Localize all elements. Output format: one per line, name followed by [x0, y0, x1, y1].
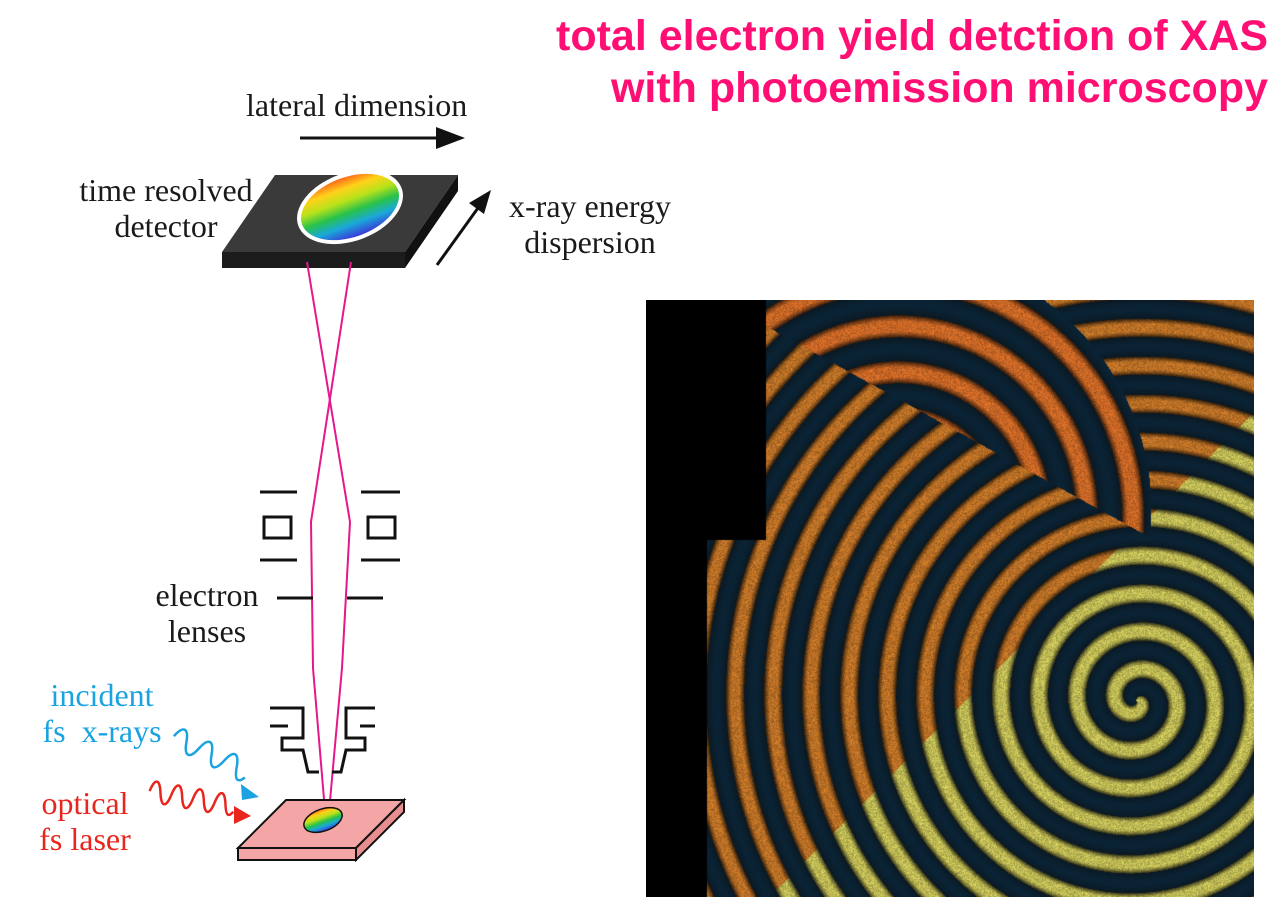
incident-xrays-line-2: fs x-rays	[42, 713, 162, 749]
page-title: total electron yield detction of XAS wit…	[468, 10, 1268, 114]
detector-label: time resolved detector	[56, 172, 276, 244]
energy-dispersion-line-2: dispersion	[524, 224, 656, 260]
electron-lenses-label: electron lenses	[132, 577, 282, 649]
xray-wave	[172, 728, 259, 800]
energy-dispersion-arrow	[435, 190, 491, 266]
electron-lenses-line-1: electron	[155, 577, 259, 613]
lateral-dimension-label: lateral dimension	[246, 87, 468, 123]
title-line-1: total electron yield detction of XAS	[556, 12, 1268, 60]
detector-label-line-2: detector	[114, 208, 218, 244]
sample-plate	[235, 797, 407, 863]
optical-laser-line-1: optical	[41, 785, 129, 821]
title-line-2: with photoemission microscopy	[610, 64, 1268, 112]
electron-lenses-line-2: lenses	[167, 613, 247, 649]
detector-plate	[222, 169, 458, 268]
detector-label-line-1: time resolved	[79, 172, 253, 208]
spiral-micrograph-image	[646, 300, 1254, 897]
incident-xrays-line-1: incident	[50, 677, 154, 713]
electron-beam	[306, 261, 352, 824]
optical-laser-line-2: fs laser	[39, 821, 131, 857]
incident-xrays-label: incident fs x-rays	[22, 677, 182, 749]
lateral-dimension-arrow	[300, 127, 465, 149]
energy-dispersion-label: x-ray energy dispersion	[492, 188, 688, 260]
laser-wave	[148, 780, 251, 824]
objective-lens	[270, 706, 375, 774]
optical-laser-label: optical fs laser	[10, 785, 160, 857]
energy-dispersion-line-1: x-ray energy	[509, 188, 671, 224]
upper-lens	[260, 490, 400, 562]
